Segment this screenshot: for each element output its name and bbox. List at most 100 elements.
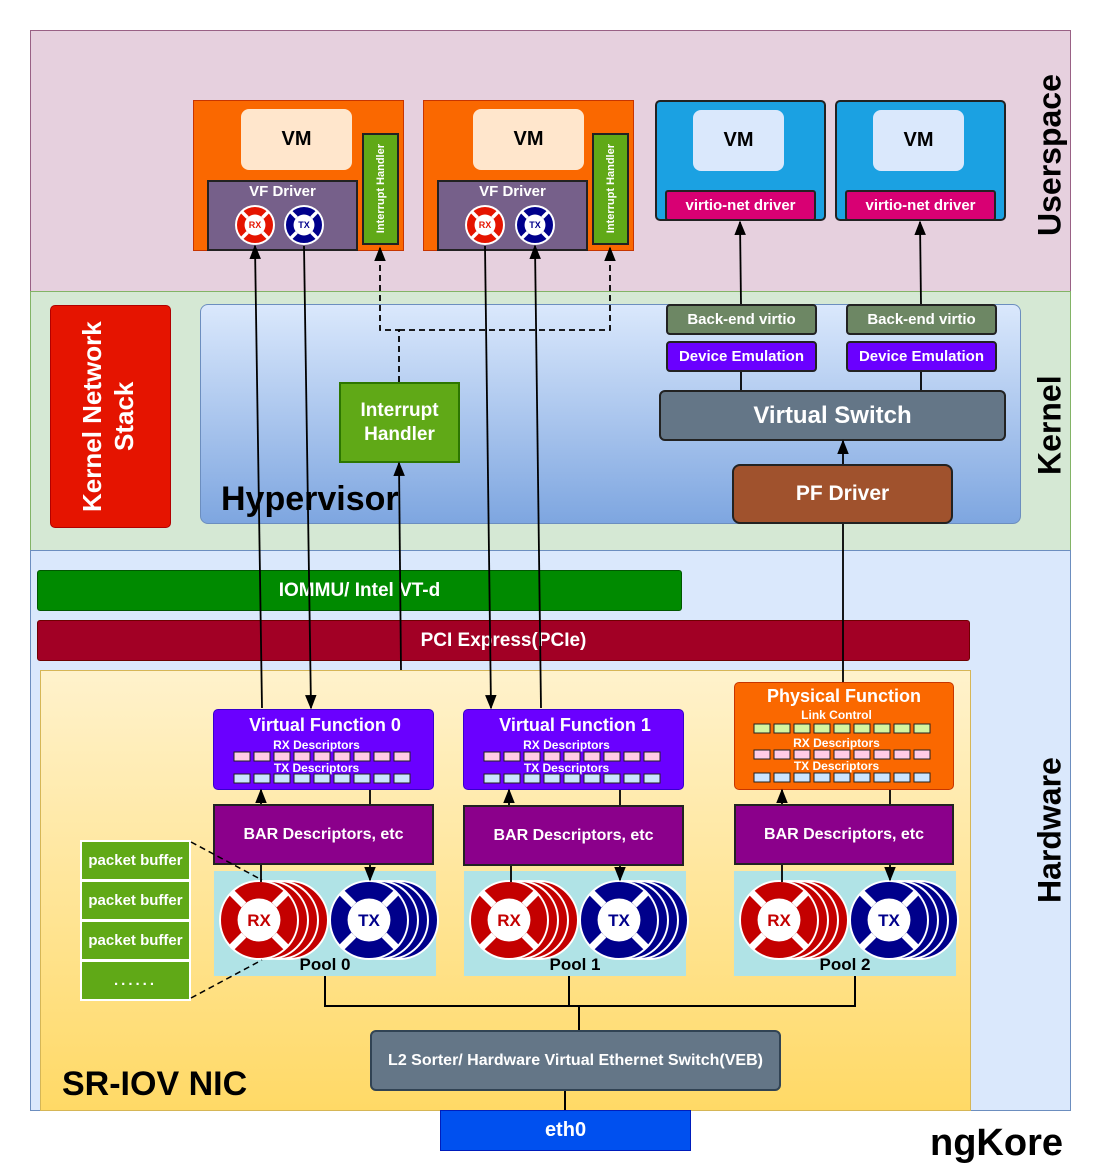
tx-descriptor-cell <box>233 773 251 784</box>
tx-descriptor-cell <box>853 772 871 783</box>
vm-1-tx-ring-icon: TX <box>284 205 324 245</box>
vm-1-vf-driver-label: VF Driver <box>249 183 316 200</box>
pcie-bar: PCI Express(PCIe) <box>37 620 970 661</box>
sriov-nic-label: SR-IOV NIC <box>62 1065 248 1103</box>
link-control-cell <box>873 723 891 734</box>
tx-descriptor-cell <box>523 773 541 784</box>
rx-descriptor-cell <box>483 751 501 762</box>
rx-descriptor-cell <box>503 751 521 762</box>
link-control-cell <box>853 723 871 734</box>
device-emulation-1: Device Emulation <box>666 341 817 372</box>
rx-descriptor-cell <box>353 751 371 762</box>
vm-3-virtio-driver: virtio-net driver <box>665 190 816 221</box>
vf0-rx-descriptors-label: RX Descriptors <box>273 738 360 752</box>
rx-descriptor-cell <box>253 751 271 762</box>
pool-0-tx-ring-icon-label: TX <box>358 911 380 930</box>
kernel-network-stack: Kernel Network Stack <box>50 305 171 528</box>
link-control-cell <box>753 723 771 734</box>
vm-2-tx-ring-icon: TX <box>515 205 555 245</box>
rx-descriptor-cell <box>773 749 791 760</box>
tx-descriptor-cell <box>913 772 931 783</box>
vf1-rx-descriptors-label: RX Descriptors <box>523 738 610 752</box>
packet-buffer-2: packet buffer <box>80 880 191 921</box>
pool-1-label: Pool 1 <box>549 955 600 974</box>
rx-descriptor-cell <box>583 751 601 762</box>
pool-2-tx-ring-icon: TX <box>849 880 959 960</box>
vm-1-rx-ring-icon-label: RX <box>249 220 262 230</box>
vf1-title: Virtual Function 1 <box>499 715 651 735</box>
tx-descriptor-cell <box>543 773 561 784</box>
rx-descriptor-cell <box>853 749 871 760</box>
packet-buffer-3: packet buffer <box>80 920 191 961</box>
tx-descriptor-cell <box>603 773 621 784</box>
pool-0-rx-ring-icon: RX <box>219 880 329 960</box>
tx-descriptor-cell <box>313 773 331 784</box>
tx-descriptor-cell <box>813 772 831 783</box>
rx-descriptor-cell <box>333 751 351 762</box>
virtual-switch: Virtual Switch <box>659 390 1006 441</box>
rx-descriptor-cell <box>273 751 291 762</box>
rx-descriptor-cell <box>813 749 831 760</box>
pool-1-tx-ring-icon-label: TX <box>608 911 630 930</box>
link-control-cell <box>773 723 791 734</box>
tx-descriptor-cell <box>503 773 521 784</box>
vf0-tx-descriptors-label: TX Descriptors <box>273 761 360 775</box>
link-control-cell <box>793 723 811 734</box>
pool-2-rx-ring-icon-label: RX <box>767 911 791 930</box>
rx-descriptor-cell <box>563 751 581 762</box>
link-control-cell <box>833 723 851 734</box>
rx-descriptor-cell <box>543 751 561 762</box>
pf-driver: PF Driver <box>732 464 953 524</box>
interrupt-signal-lines <box>374 246 616 382</box>
backend-virtio-1: Back-end virtio <box>666 304 817 335</box>
physical-function <box>734 682 954 790</box>
rx-descriptor-cell <box>293 751 311 762</box>
ngkore-brand: ngKore <box>930 1122 1063 1164</box>
tx-descriptor-cell <box>293 773 311 784</box>
rx-descriptor-cell <box>833 749 851 760</box>
tx-descriptor-cell <box>873 772 891 783</box>
bar-descriptors-2: BAR Descriptors, etc <box>734 804 954 865</box>
vm-3-title: VM <box>693 110 784 171</box>
pool-connectors <box>324 976 856 1110</box>
pool-2-tx-ring-icon-label: TX <box>878 911 900 930</box>
tx-descriptor-cell <box>483 773 501 784</box>
l2-sorter: L2 Sorter/ Hardware Virtual Ethernet Swi… <box>370 1030 781 1091</box>
rx-descriptor-cell <box>753 749 771 760</box>
packet-buffer-links <box>190 841 263 999</box>
tx-descriptor-cell <box>643 773 661 784</box>
pool-1-tx-ring-icon: TX <box>579 880 689 960</box>
vf1-tx-descriptors-label: TX Descriptors <box>523 761 610 775</box>
rx-descriptor-cell <box>233 751 251 762</box>
rx-descriptor-cell <box>373 751 391 762</box>
tx-descriptor-cell <box>563 773 581 784</box>
link-control-cell <box>813 723 831 734</box>
eth0-port: eth0 <box>440 1110 691 1151</box>
data-path-arrows <box>249 220 926 882</box>
rx-descriptor-cell <box>623 751 641 762</box>
pool-0-label: Pool 0 <box>299 955 350 974</box>
tx-descriptor-cell <box>833 772 851 783</box>
rx-descriptor-cell <box>793 749 811 760</box>
tx-descriptor-cell <box>353 773 371 784</box>
rx-descriptor-cell <box>873 749 891 760</box>
rx-descriptor-cell <box>393 751 411 762</box>
tx-descriptor-cell <box>583 773 601 784</box>
pool-1-rx-ring-icon-label: RX <box>497 911 521 930</box>
vm-2-interrupt-handler: Interrupt Handler <box>592 133 629 245</box>
vm-2-rx-ring-icon: RX <box>465 205 505 245</box>
vm-2-title: VM <box>473 109 584 170</box>
rx-descriptor-cell <box>523 751 541 762</box>
rx-descriptor-cell <box>913 749 931 760</box>
pool-2-rx-ring-icon: RX <box>739 880 849 960</box>
rx-descriptor-cell <box>313 751 331 762</box>
pf-rx-descriptors-label: RX Descriptors <box>793 736 880 750</box>
link-control-cell <box>913 723 931 734</box>
bar-descriptors-1: BAR Descriptors, etc <box>463 805 684 866</box>
tx-descriptor-cell <box>623 773 641 784</box>
tx-descriptor-cell <box>253 773 271 784</box>
tx-descriptor-cell <box>773 772 791 783</box>
tx-descriptor-cell <box>753 772 771 783</box>
vm-4-title: VM <box>873 110 964 171</box>
